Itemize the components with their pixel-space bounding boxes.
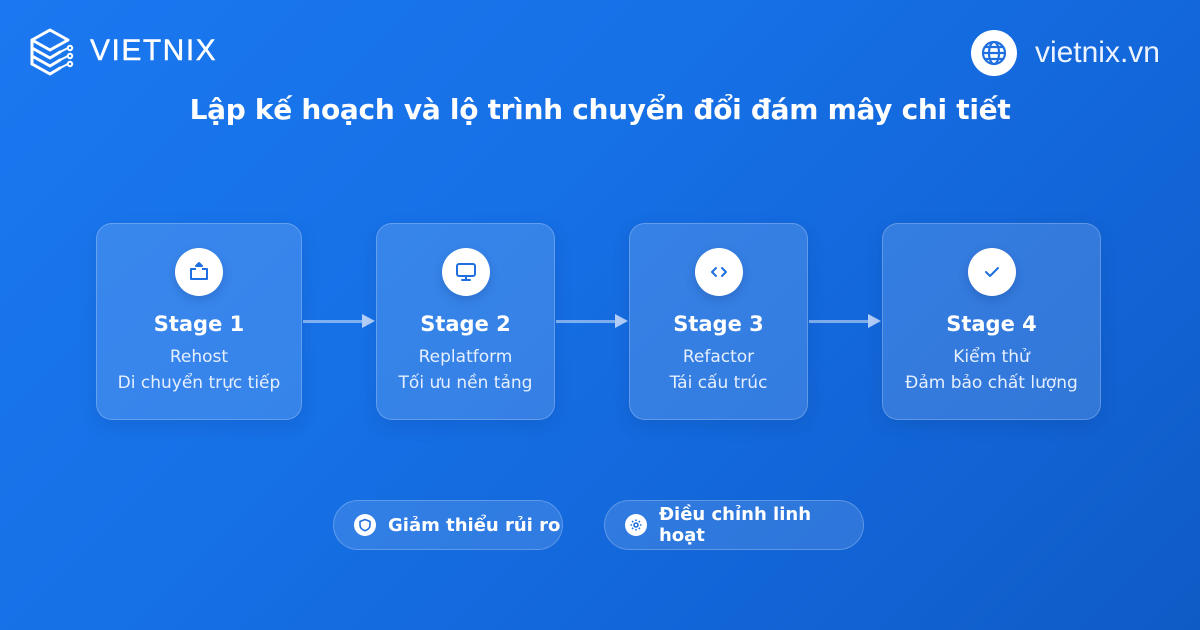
stage-name: Refactor (682, 347, 755, 367)
feature-pill-flexible: Điều chỉnh linh hoạt (604, 500, 864, 550)
monitor-icon (441, 248, 490, 296)
brand-logo[interactable]: VIETNIX (26, 24, 217, 78)
arrow-right-icon (615, 314, 628, 328)
check-icon (967, 248, 1016, 296)
stage-description: Tối ưu nền tảng (398, 373, 533, 393)
arrow-right-icon (868, 314, 881, 328)
gear-icon (625, 514, 647, 536)
globe-icon (970, 30, 1017, 76)
stage-description: Đảm bảo chất lượng (905, 373, 1078, 393)
code-icon (694, 248, 743, 296)
stage-title: Stage 3 (673, 312, 764, 336)
stage-card-3: Stage 3 Refactor Tái cấu trúc (629, 223, 808, 420)
arrow-connector (303, 314, 375, 328)
feature-pill-risk: Giảm thiểu rủi ro (333, 500, 563, 550)
stage-title: Stage 1 (153, 312, 245, 336)
stage-card-1: Stage 1 Rehost Di chuyển trực tiếp (96, 223, 302, 420)
feature-label: Điều chỉnh linh hoạt (658, 504, 812, 546)
stage-description: Di chuyển trực tiếp (117, 373, 281, 393)
stage-name: Rehost (169, 347, 229, 367)
stage-card-4: Stage 4 Kiểm thử Đảm bảo chất lượng (882, 223, 1101, 420)
stage-title: Stage 4 (946, 312, 1037, 336)
page-title: Lập kế hoạch và lộ trình chuyển đổi đám … (189, 93, 1011, 126)
stage-name: Kiểm thử (953, 347, 1030, 367)
stage-title: Stage 2 (420, 312, 511, 336)
brand-name: VIETNIX (90, 34, 218, 67)
stage-description: Tái cấu trúc (669, 373, 768, 393)
upload-box-icon (175, 248, 223, 296)
arrow-connector (809, 314, 881, 328)
shield-icon (354, 514, 376, 536)
feature-label: Giảm thiểu rủi ro (388, 514, 561, 536)
stage-name: Replatform (418, 347, 513, 367)
stage-card-2: Stage 2 Replatform Tối ưu nền tảng (376, 223, 555, 420)
server-stack-icon (26, 24, 80, 78)
arrow-right-icon (362, 314, 375, 328)
website-url: vietnix.vn (1034, 36, 1160, 69)
website-link[interactable]: vietnix.vn (970, 30, 1160, 76)
arrow-connector (556, 314, 628, 328)
